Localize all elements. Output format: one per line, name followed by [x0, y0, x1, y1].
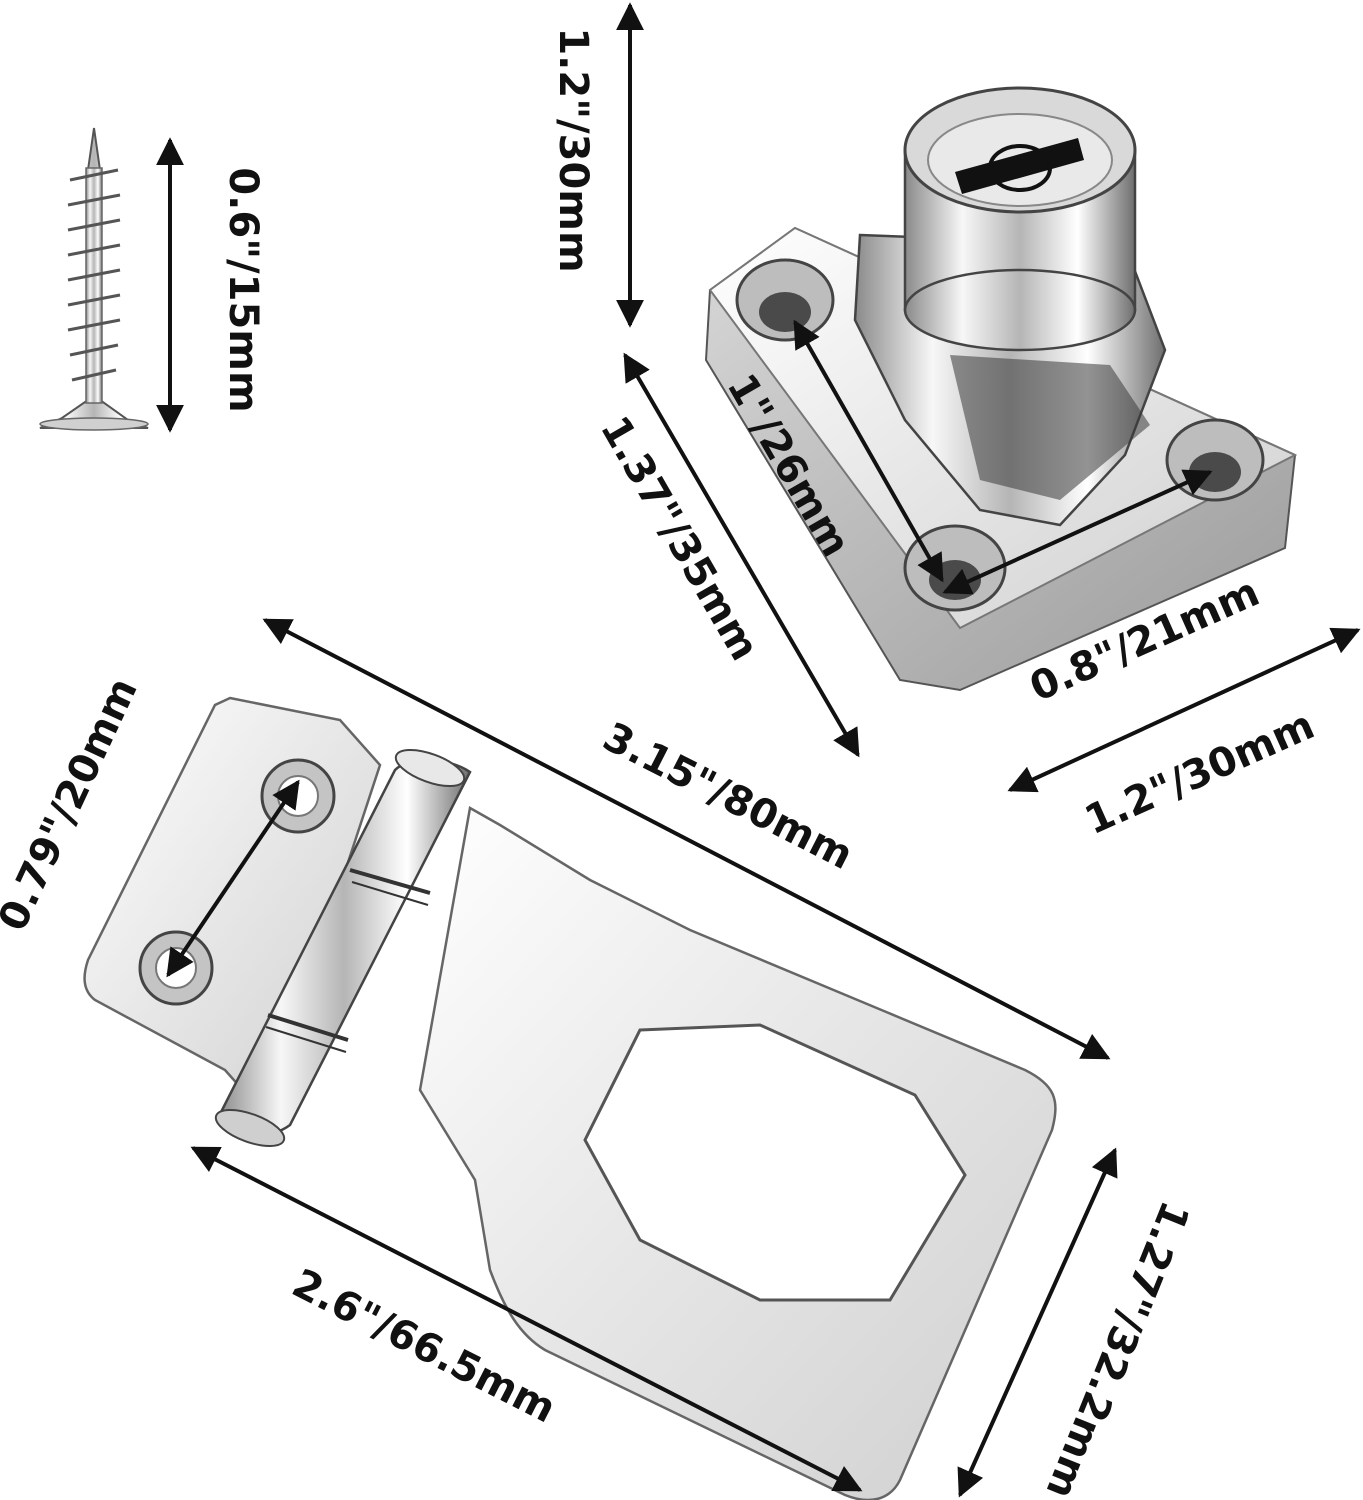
- screw-icon: [39, 127, 149, 431]
- arrow-hasp-length: [262, 618, 1111, 1060]
- dimension-arrows: [156, 2, 1361, 1498]
- label-hasp-length: 3.15"/80mm: [596, 714, 860, 879]
- hasp-icon: [83, 696, 1057, 1500]
- label-lock-height: 1.2"/30mm: [550, 27, 596, 272]
- label-screw-length: 0.6"/15mm: [220, 167, 266, 412]
- arrow-hasp-width: [957, 1147, 1118, 1498]
- arrow-lock-hole-spacing: [942, 469, 1213, 595]
- label-lock-base-width: 1.2"/30mm: [1078, 702, 1321, 844]
- label-hasp-width: 1.27"/32.2mm: [1037, 1195, 1198, 1500]
- arrow-hasp-plate-length: [190, 1146, 863, 1492]
- arrow-hasp-hinge-holes: [166, 779, 300, 978]
- arrow-lock-hole-spacing-diagonal: [793, 319, 944, 583]
